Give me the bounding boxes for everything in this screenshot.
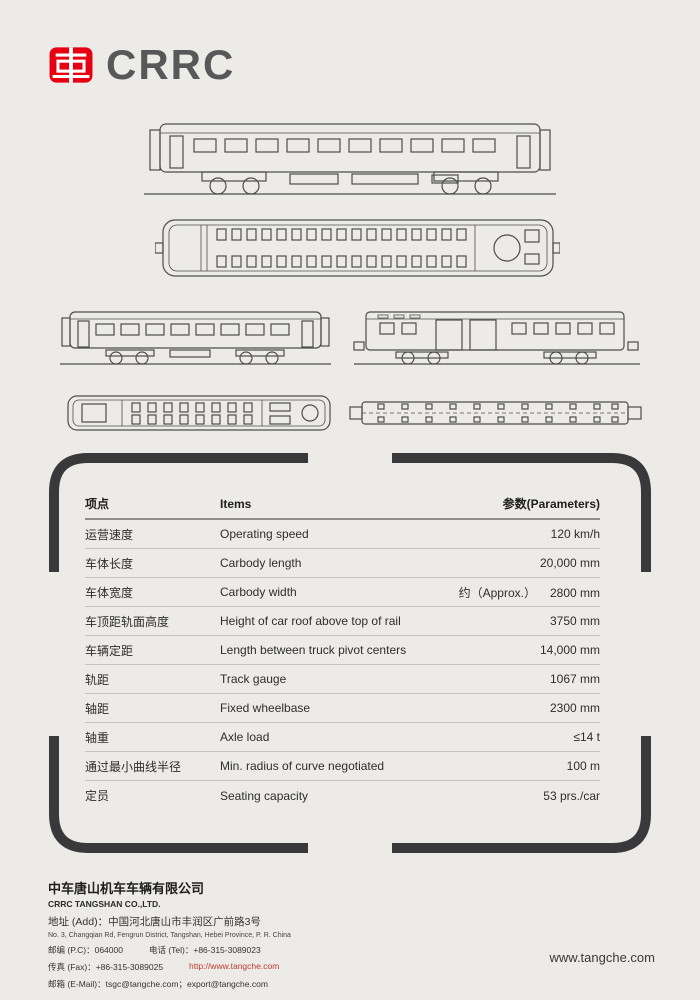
item-cn: 车顶距轨面高度: [85, 614, 170, 629]
table-row: 轨距 Track gauge 1067 mm: [85, 665, 600, 694]
item-cn: 轨距: [85, 672, 110, 687]
contact-line-1: 邮编 (P.C)：064000 电话 (Tel)：+86-315-3089023: [48, 944, 291, 956]
contact-line-3: 邮箱 (E-Mail)：tsgc@tangche.com；export@tang…: [48, 978, 291, 990]
footer: 中车唐山机车车辆有限公司 CRRC TANGSHAN CO.,LTD. 地址 (…: [48, 878, 291, 990]
brand-name: CRRC: [106, 41, 236, 88]
diagram-plan-view-left: [67, 395, 331, 431]
diagram-underframe-view: [349, 401, 642, 425]
item-value: 120 km/h: [550, 527, 600, 541]
item-value: 2300 mm: [549, 701, 600, 715]
item-value: 53 prs./car: [543, 788, 600, 803]
item-en: Operating speed: [220, 527, 309, 541]
company-name-cn: 中车唐山机车车辆有限公司: [48, 881, 205, 896]
brand-header: CRRC: [48, 44, 235, 86]
item-value-number: 2800 mm: [549, 585, 600, 600]
address-en: No. 3, Changqian Rd, Fengrun District, T…: [48, 932, 291, 939]
spec-table: 项点 Items 参数(Parameters) 运营速度 Operating s…: [85, 489, 600, 810]
telephone: 电话 (Tel)：+86-315-3089023: [148, 945, 261, 955]
fax-number: 传真 (Fax)：+86-315-3089025: [48, 962, 164, 972]
item-value: 3750 mm: [549, 614, 600, 628]
item-value: ≤14 t: [573, 730, 600, 744]
item-en: Fixed wheelbase: [220, 701, 311, 715]
crrc-logo-icon: [49, 47, 93, 83]
website-url[interactable]: www.tangche.com: [549, 950, 656, 965]
table-row: 车体长度 Carbody length 20,000 mm: [85, 549, 600, 578]
diagram-plan-view-seating: [155, 219, 560, 277]
header-item-cn: 项点: [85, 497, 110, 511]
table-row: 轴距 Fixed wheelbase 2300 mm: [85, 694, 600, 723]
table-header-row: 项点 Items 参数(Parameters): [85, 489, 600, 520]
table-row: 通过最小曲线半径 Min. radius of curve negotiated…: [85, 752, 600, 781]
item-value: 约（Approx.） 2800 mm: [410, 584, 600, 601]
diagram-side-view-left: [60, 311, 331, 365]
item-value: 14,000 mm: [539, 643, 600, 657]
company-name-en: CRRC TANGSHAN CO.,LTD.: [48, 899, 161, 909]
table-row: 轴重 Axle load ≤14 t: [85, 723, 600, 752]
item-cn: 车辆定距: [85, 643, 134, 658]
header-parameters: 参数(Parameters): [502, 497, 600, 511]
contact-line-2: 传真 (Fax)：+86-315-3089025 http://www.tang…: [48, 961, 291, 973]
item-en: Min. radius of curve negotiated: [220, 759, 385, 773]
postal-code: 邮编 (P.C)：064000: [48, 945, 123, 955]
email-addresses[interactable]: 邮箱 (E-Mail)：tsgc@tangche.com；export@tang…: [48, 979, 268, 989]
item-en: Track gauge: [220, 672, 287, 686]
item-en: Carbody width: [220, 585, 297, 599]
header-item-en: Items: [220, 496, 252, 511]
table-row: 车辆定距 Length between truck pivot centers …: [85, 636, 600, 665]
item-cn: 轴重: [85, 730, 110, 745]
table-row: 运营速度 Operating speed 120 km/h: [85, 520, 600, 549]
table-row: 车顶距轨面高度 Height of car roof above top of …: [85, 607, 600, 636]
table-row: 定员 Seating capacity 53 prs./car: [85, 781, 600, 810]
item-cn: 轴距: [85, 701, 110, 716]
item-value: 100 m: [566, 759, 600, 773]
company-url-link[interactable]: http://www.tangche.com: [189, 961, 280, 971]
address-cn: 地址 (Add)：中国河北唐山市丰润区广前路3号: [48, 916, 261, 928]
item-en: Axle load: [220, 730, 270, 744]
item-value: 1067 mm: [549, 672, 600, 686]
item-en: Length between truck pivot centers: [220, 643, 407, 657]
item-en: Carbody length: [220, 556, 302, 570]
item-cn: 车体宽度: [85, 585, 134, 600]
item-cn: 运营速度: [85, 527, 134, 542]
item-cn: 车体长度: [85, 556, 134, 571]
diagram-side-view-right: [353, 311, 640, 365]
item-en: Height of car roof above top of rail: [220, 614, 401, 628]
item-cn: 定员: [85, 789, 110, 803]
item-cn: 通过最小曲线半径: [85, 759, 182, 774]
item-value: 20,000 mm: [539, 556, 600, 570]
approx-label: 约（Approx.）: [458, 585, 536, 600]
diagram-side-elevation-main: [144, 123, 556, 195]
table-row: 车体宽度 Carbody width 约（Approx.） 2800 mm: [85, 578, 600, 607]
item-en: Seating capacity: [220, 788, 309, 803]
table-bracket-frame: [49, 453, 651, 853]
